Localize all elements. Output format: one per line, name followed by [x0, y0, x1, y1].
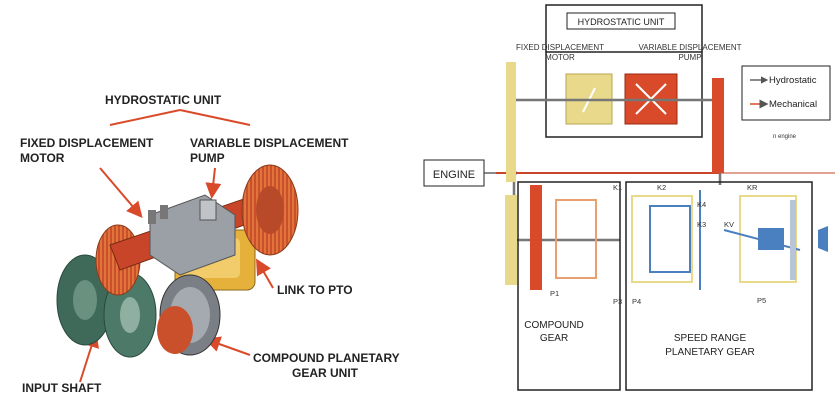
legend-box [741, 65, 831, 121]
kr-label: KR [747, 183, 758, 192]
k2-label: K2 [657, 183, 666, 192]
left-compound-label-1: COMPOUND PLANETARY [253, 351, 400, 365]
right-hydrostatic-unit-label: HYDROSTATIC UNIT [578, 17, 665, 27]
left-fixed-motor-label-1: FIXED DISPLACEMENT [20, 136, 154, 150]
k1-label: K1 [613, 183, 622, 192]
n-engine-label: n engine [773, 134, 797, 140]
speed-range-label-2: PLANETARY GEAR [665, 347, 754, 358]
left-input-shaft-label: INPUT SHAFT [22, 381, 102, 395]
speed-range-box [625, 181, 813, 391]
legend-mechanical-label: Mechanical [769, 99, 817, 110]
left-illustration: HYDROSTATIC UNIT FIXED DISPLACEMENT MOTO… [20, 93, 400, 395]
left-compound-label-2: GEAR UNIT [292, 366, 359, 380]
p4-label: P4 [632, 297, 641, 306]
engine-box [423, 159, 485, 187]
compound-gear-label-2: GEAR [540, 333, 568, 344]
p1-label: P1 [550, 289, 559, 298]
speed-range-label-1: SPEED RANGE [674, 333, 747, 344]
hydrostatic-unit-frame [545, 51, 703, 138]
right-variable-pump-label-2: PUMP [678, 53, 701, 62]
p5-label: P5 [757, 296, 766, 305]
left-hydrostatic-unit-label: HYDROSTATIC UNIT [105, 93, 222, 107]
compound-gear-label-1: COMPOUND [524, 320, 583, 331]
left-callouts [79, 109, 274, 383]
left-fixed-motor-label-2: MOTOR [20, 151, 65, 165]
k3-label: K3 [697, 220, 706, 229]
left-link-to-pto-label: LINK TO PTO [277, 283, 353, 297]
kv-clutch-block [758, 228, 784, 250]
left-variable-pump-label-2: PUMP [190, 151, 225, 165]
right-variable-pump-label-1: VARIABLE DISPLACEMENT [639, 43, 742, 52]
right-fixed-motor-label-2: MOTOR [545, 53, 575, 62]
right-schematic: HYDROSTATIC UNIT FIXED DISPLACEMENT MOTO… [423, 4, 835, 391]
legend-hydrostatic-label: Hydrostatic [769, 75, 817, 86]
p3-label: P3 [613, 297, 622, 306]
hydrostatic-unit-title-box [566, 12, 676, 30]
compound-gear-red [530, 185, 542, 290]
input-gear-column [506, 62, 516, 182]
k4-label: K4 [697, 200, 706, 209]
machine-illustration [56, 164, 299, 358]
kv-label: KV [724, 220, 734, 229]
engine-label: ENGINE [433, 169, 475, 181]
right-fixed-motor-label-1: FIXED DISPLACEMENT [516, 43, 604, 52]
left-variable-pump-label-1: VARIABLE DISPLACEMENT [190, 136, 349, 150]
pump-drive-gear [712, 78, 724, 173]
compound-gear-box [517, 181, 621, 391]
